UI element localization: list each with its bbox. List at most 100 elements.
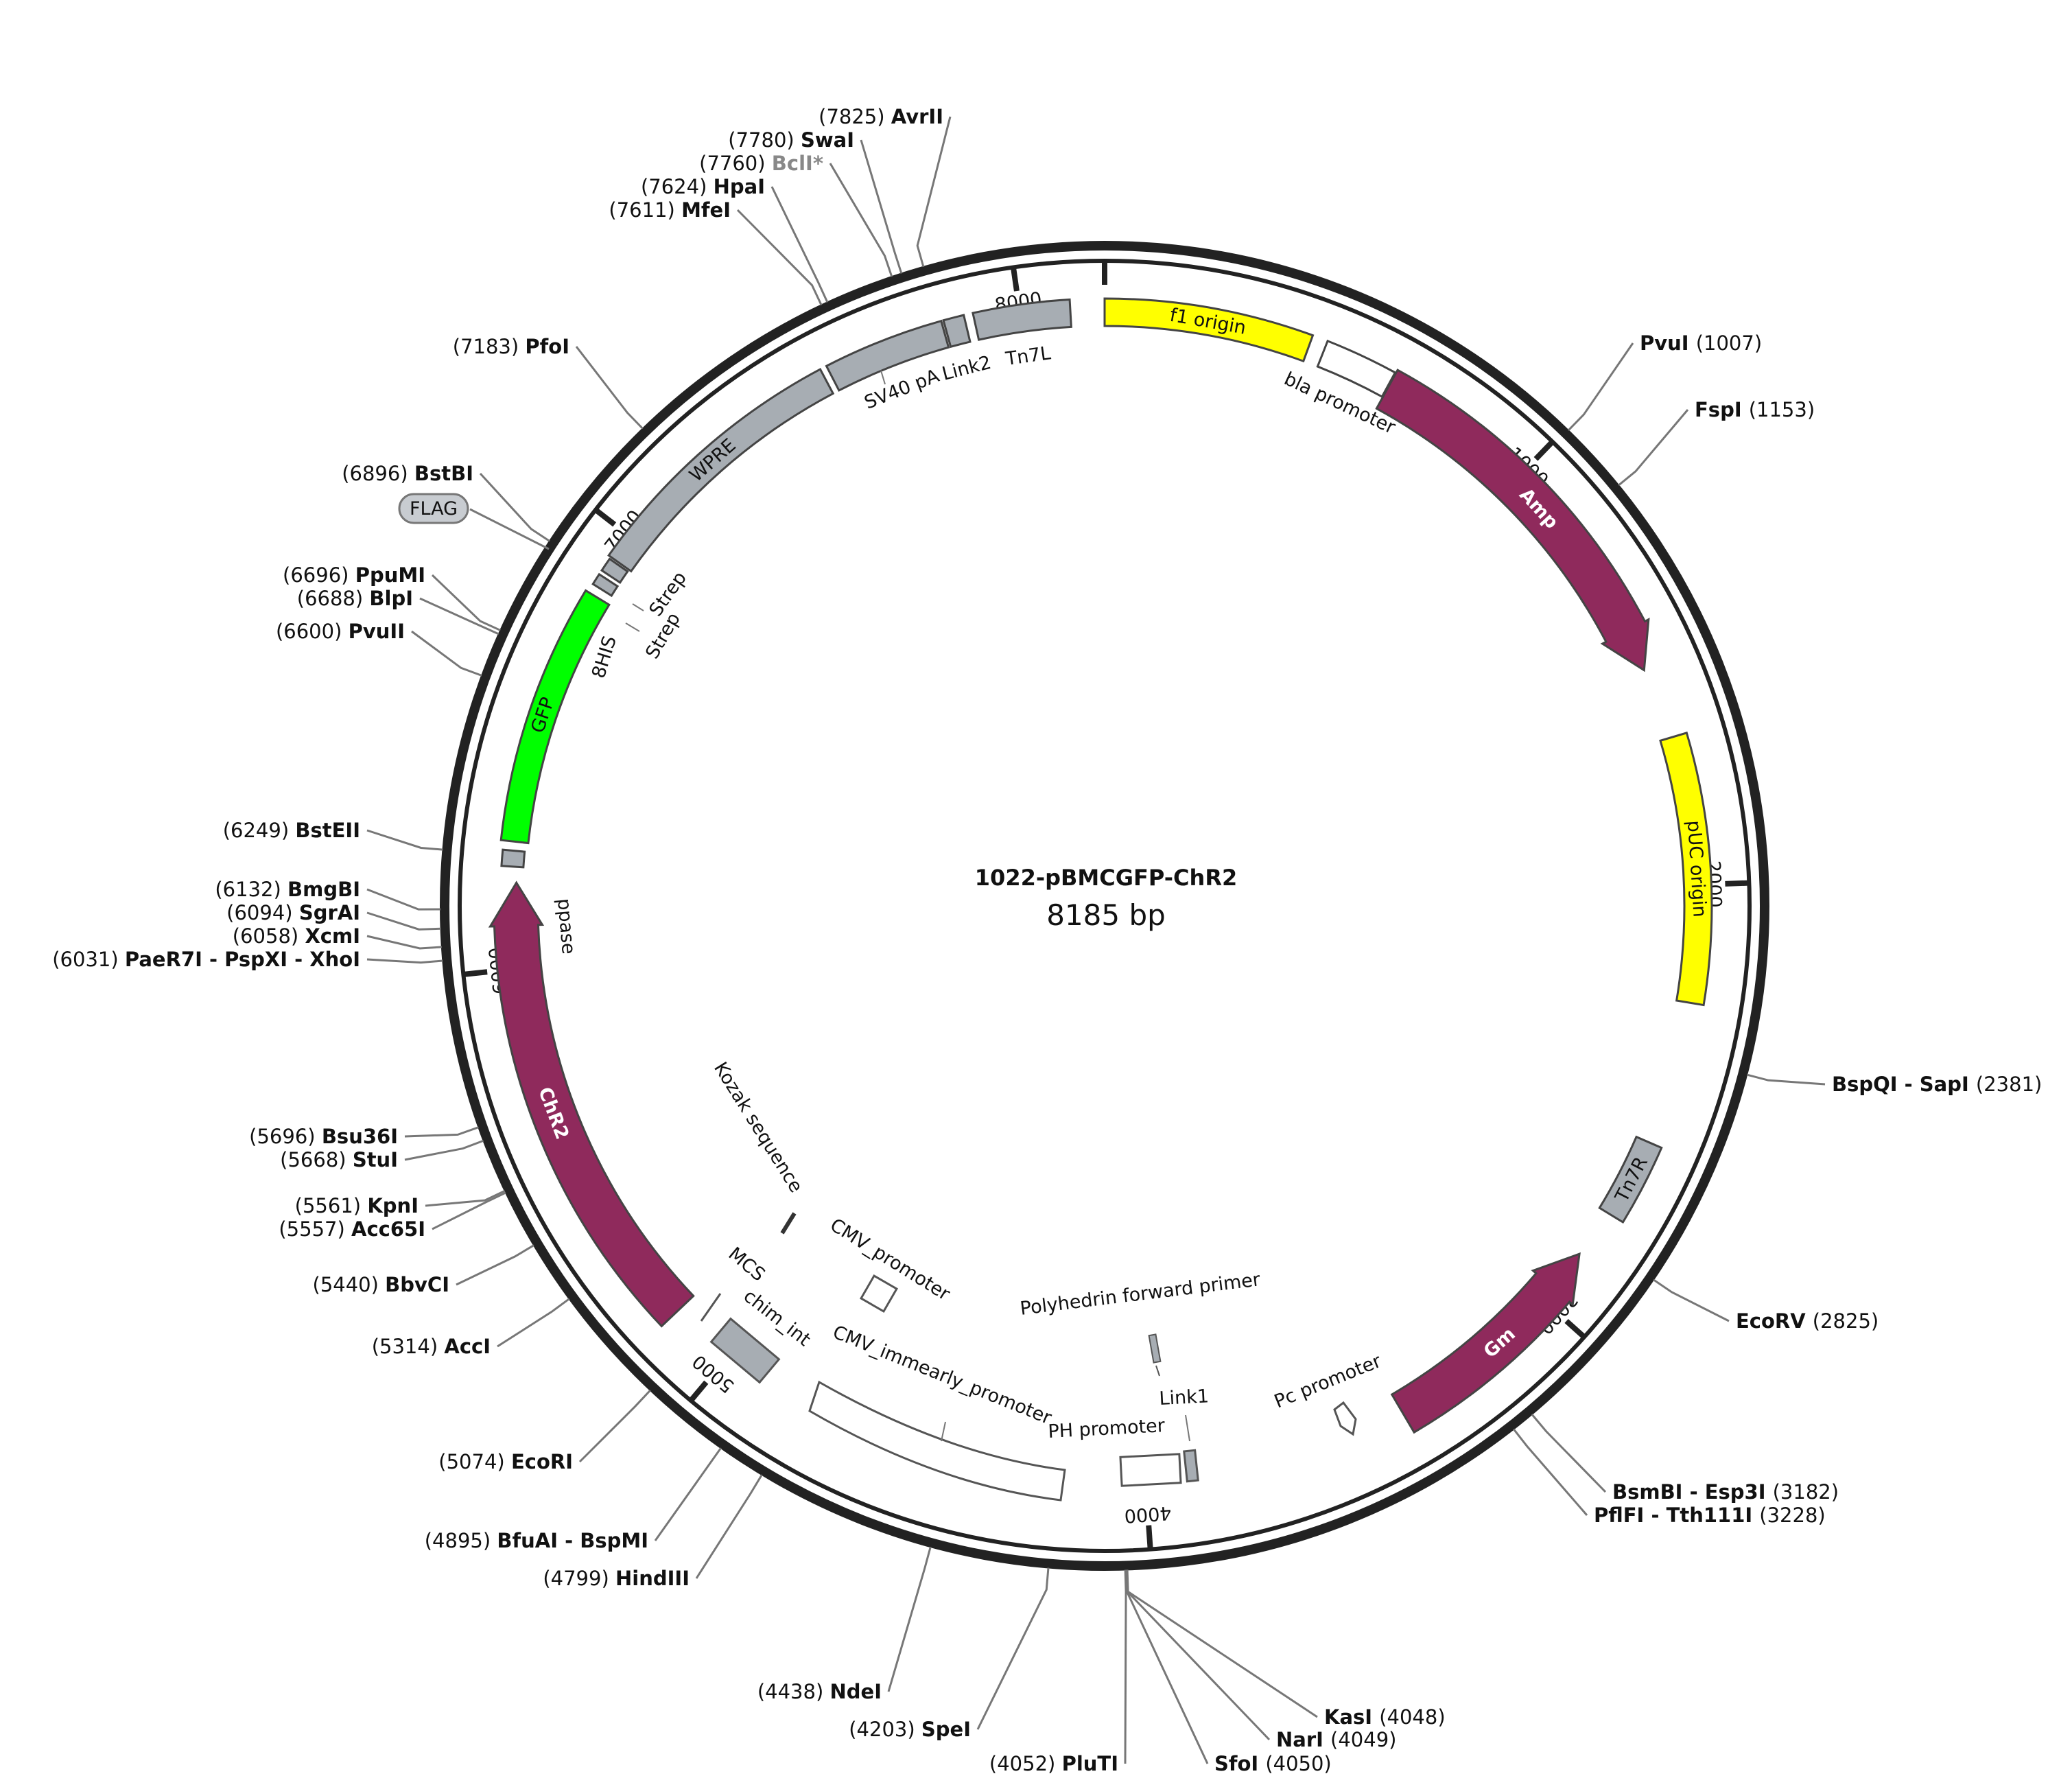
mcs-marker xyxy=(700,1293,722,1322)
site-position: (6896) xyxy=(342,462,414,485)
ppase-label: ppase xyxy=(553,898,579,955)
plasmid-size: 8185 bp xyxy=(1046,898,1166,932)
pc-promoter-label: Pc promoter xyxy=(1271,1351,1385,1413)
site-label-bmgbi: (6132) BmgBI xyxy=(215,878,360,901)
site-name: PvuI xyxy=(1640,331,1696,355)
site-label-pvui: PvuI (1007) xyxy=(1640,331,1762,355)
site-label-bcli: (7760) BclI* xyxy=(699,152,823,175)
feature-label-link2: Link2 xyxy=(940,352,993,385)
flag-leader xyxy=(469,508,550,550)
site-line-bsu36i xyxy=(404,1126,479,1138)
site-line-bsteii xyxy=(366,829,443,851)
site-name: BbvCI xyxy=(385,1273,449,1296)
site-label-bsu36i: (5696) Bsu36I xyxy=(249,1125,398,1148)
sv40-leader xyxy=(880,370,886,385)
site-line-blpi xyxy=(419,597,499,635)
site-label-nari: NarI (4049) xyxy=(1276,1728,1396,1751)
site-label-bsmbi-esp3i: BsmBI - Esp3I (3182) xyxy=(1612,1480,1839,1504)
site-label-acc65i: (5557) Acc65I xyxy=(279,1217,425,1241)
site-name: EcoRV xyxy=(1736,1309,1813,1333)
site-position: (4203) xyxy=(849,1718,921,1741)
site-line-ndei xyxy=(887,1546,932,1692)
tick-7000 xyxy=(593,506,617,527)
site-position: (5557) xyxy=(279,1217,351,1241)
site-position: (4050) xyxy=(1265,1752,1331,1775)
tick-4000 xyxy=(1146,1525,1153,1551)
strep-leader-2 xyxy=(625,622,640,632)
site-line-nari xyxy=(1125,1569,1271,1741)
site-label-hpai: (7624) HpaI xyxy=(641,175,765,198)
site-label-xcmi: (6058) XcmI xyxy=(233,924,360,948)
tick-6000 xyxy=(461,969,488,978)
tick-8000 xyxy=(1010,265,1020,292)
site-name: AvrII xyxy=(891,105,943,128)
feature-gfp xyxy=(499,589,611,845)
site-label-spei: (4203) SpeI xyxy=(849,1718,971,1741)
kozak-label: Kozak sequence xyxy=(709,1058,807,1196)
plasmid-title: 1022-pBMCGFP-ChR2 xyxy=(975,865,1237,891)
cmv-promoter-marker xyxy=(859,1274,899,1313)
feature-8his xyxy=(591,572,620,598)
site-name: BstEII xyxy=(295,819,360,842)
site-label-fspi: FspI (1153) xyxy=(1695,398,1815,421)
site-line-sgrai xyxy=(366,911,441,931)
site-name: PpuMI xyxy=(355,563,425,587)
site-name: KpnI xyxy=(367,1194,419,1217)
site-position: (6094) xyxy=(226,901,299,924)
site-label-blpi: (6688) BlpI xyxy=(297,587,413,610)
site-line-pluti xyxy=(1124,1569,1127,1764)
site-line-bstbi xyxy=(479,472,550,542)
site-position: (7780) xyxy=(728,128,801,152)
site-line-bcli xyxy=(829,163,893,277)
tick-3000 xyxy=(1564,1318,1588,1340)
tick-label-4000: 4000 xyxy=(1124,1502,1173,1526)
site-label-swai: (7780) SwaI xyxy=(728,128,854,152)
site-name: Acc65I xyxy=(351,1217,425,1241)
site-name: PfoI xyxy=(525,335,569,358)
site-name: PvuII xyxy=(349,620,405,643)
feature-ppase xyxy=(500,848,526,869)
site-line-acci xyxy=(497,1298,570,1348)
feature-tn7r xyxy=(1598,1135,1663,1224)
site-position: (6600) xyxy=(276,620,349,643)
site-line-bsmbi-esp3i xyxy=(1531,1414,1607,1493)
site-name: StuI xyxy=(353,1148,398,1171)
feature-label-gfp: GFP xyxy=(527,694,558,736)
site-name: BstBI xyxy=(414,462,473,485)
site-label-hindiii: (4799) HindIII xyxy=(543,1567,690,1590)
site-label-ndei: (4438) NdeI xyxy=(757,1680,882,1703)
site-name: KasI xyxy=(1324,1705,1379,1729)
site-name: FspI xyxy=(1695,398,1749,421)
site-line-spei xyxy=(976,1567,1050,1730)
site-line-ecorv xyxy=(1653,1278,1730,1322)
feature-label-tn7l: Tn7L xyxy=(1004,342,1052,370)
site-name: MfeI xyxy=(681,198,731,222)
site-label-bsteii: (6249) BstEII xyxy=(223,819,360,842)
site-position: (6688) xyxy=(297,587,370,610)
site-label-acci: (5314) AccI xyxy=(372,1335,491,1358)
site-name: Bsu36I xyxy=(322,1125,398,1148)
site-label-sgrai: (6094) SgrAI xyxy=(226,901,360,924)
site-name: BclI* xyxy=(772,152,823,175)
pc-promoter-arrow xyxy=(1333,1401,1357,1436)
strep-label-2: Strep xyxy=(641,609,685,663)
site-name: SpeI xyxy=(921,1718,971,1741)
site-line-fspi xyxy=(1618,409,1689,487)
site-position: (7825) xyxy=(819,105,891,128)
site-label-pflfi-tth111i: PflFI - Tth111I (3228) xyxy=(1594,1504,1826,1527)
site-line-xcmi xyxy=(366,935,442,950)
polyhedrin-leader xyxy=(1155,1365,1160,1377)
site-line-kpni xyxy=(425,1190,506,1207)
site-position: (5440) xyxy=(313,1273,386,1296)
site-line-paer7i-pspxi-xhoi xyxy=(366,958,443,964)
site-name: BmgBI xyxy=(287,878,360,901)
ph-promoter-box xyxy=(1119,1453,1182,1487)
site-line-pvui xyxy=(1567,342,1634,432)
link1-label: Link1 xyxy=(1159,1386,1210,1410)
cmv-immearly-promoter-box xyxy=(808,1380,1066,1502)
site-name: BspQI - SapI xyxy=(1832,1073,1976,1096)
site-position: (5696) xyxy=(249,1125,322,1148)
site-line-hindiii xyxy=(695,1474,763,1579)
site-position: (7611) xyxy=(609,198,681,222)
